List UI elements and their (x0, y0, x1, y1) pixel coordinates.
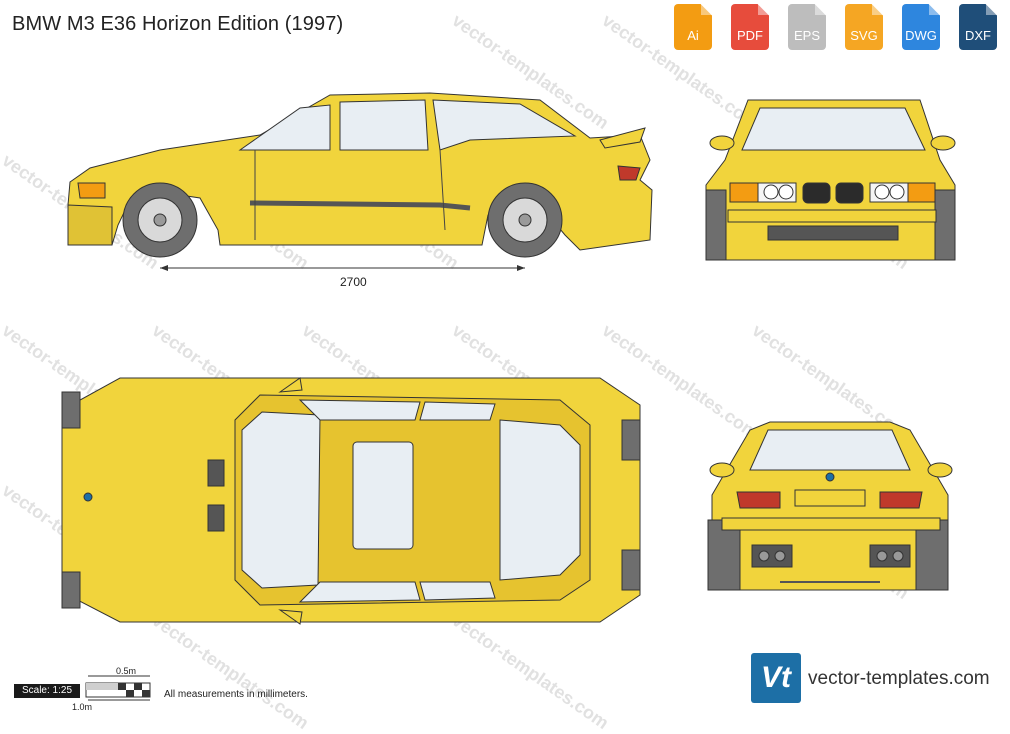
scale-half-label: 0.5m (116, 666, 136, 676)
wheelbase-dimension: 2700 (160, 265, 525, 289)
scale-bar: 0.5m 1.0m (72, 666, 151, 712)
scale-ratio-label: Scale: 1:25 (14, 684, 80, 698)
pdf-file-icon (731, 4, 769, 50)
svg-file-icon (845, 4, 883, 50)
pdf-download-button[interactable]: PDF (727, 4, 773, 52)
svg-download-button[interactable]: SVG (841, 4, 887, 52)
page-title: BMW M3 E36 Horizon Edition (1997) (12, 13, 344, 35)
eps-download-button[interactable]: EPS (784, 4, 830, 52)
site-link[interactable]: vector-templates.com (808, 668, 990, 689)
format-download-bar: Ai PDF EPS SVG DWG DXF (670, 4, 1001, 52)
scale-full-label: 1.0m (72, 702, 92, 712)
measurement-note: All measurements in millimeters. (164, 689, 308, 700)
top-view (61, 377, 641, 625)
dxf-download-button[interactable]: DXF (955, 4, 1001, 52)
eps-file-icon (788, 4, 826, 50)
dwg-download-button[interactable]: DWG (898, 4, 944, 52)
side-view (67, 92, 653, 258)
vt-logo[interactable]: Vt (751, 653, 801, 703)
rear-view (707, 421, 953, 591)
wheelbase-label: 2700 (340, 275, 367, 289)
dwg-file-icon (902, 4, 940, 50)
blueprint-drawing: 2700 (61, 92, 956, 712)
dxf-file-icon (959, 4, 997, 50)
front-view (705, 99, 956, 261)
ai-download-button[interactable]: Ai (670, 4, 716, 52)
ai-file-icon (674, 4, 712, 50)
